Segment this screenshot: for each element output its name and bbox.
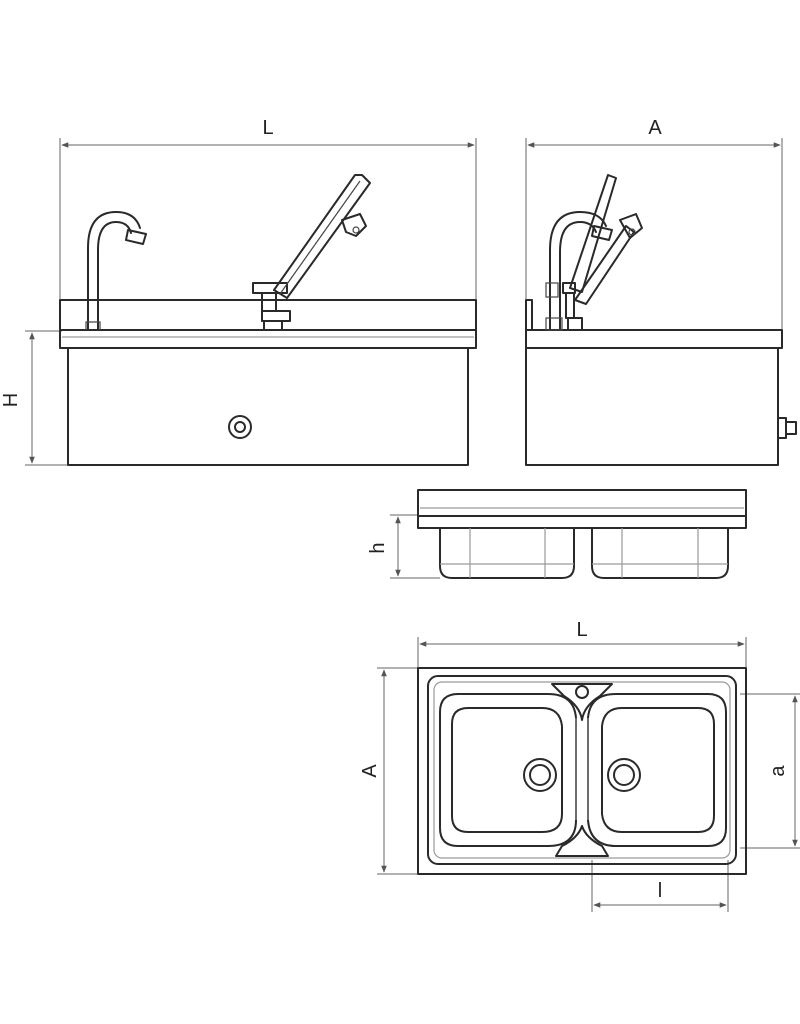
section-view: h [367,489,747,579]
bowl-depth-dimension: a [740,693,800,849]
bowl-length-dimension: l [591,860,729,912]
side-view: A [525,117,797,466]
side-lever-tap-icon [562,174,643,331]
section-worktop [417,489,747,517]
side-cabinet [525,347,779,466]
top-worktop-outline [417,667,747,875]
section-right-bowl [591,527,729,579]
front-height-dimension: H [0,330,68,466]
drain-knob-icon [228,415,252,439]
front-length-dimension: L [59,117,477,300]
top-depth-dimension: A [359,667,418,875]
top-depth-label: A [359,764,381,778]
side-worktop [525,329,783,349]
front-length-label: L [262,117,273,139]
gooseneck-tap-icon [85,211,147,331]
bowl-height-label: h [367,542,389,553]
overflow-channel [555,718,609,857]
right-drain-icon [607,758,641,792]
top-length-label: L [576,619,587,641]
top-view: L A a l [359,619,800,912]
front-view: L H [0,117,477,466]
top-left-bowl [439,693,577,847]
bowl-depth-label: a [767,765,789,777]
front-worktop [59,299,477,331]
front-cabinet [67,347,469,466]
bowl-length-label: l [658,880,662,902]
top-right-bowl [587,693,727,847]
side-gooseneck-tap-icon [545,211,613,331]
side-depth-label: A [648,117,662,139]
top-length-dimension: L [417,619,747,668]
bowl-height-dimension: h [367,514,440,579]
lever-tap-icon [252,174,371,331]
front-apron [59,329,477,349]
top-rim-outline [427,675,737,865]
side-upstand [525,299,533,331]
side-knob-icon [777,417,797,439]
section-rim [417,515,747,529]
section-left-bowl [439,527,575,579]
side-depth-dimension: A [525,117,783,330]
left-drain-icon [523,758,557,792]
front-height-label: H [0,393,22,407]
tap-hole-icon [551,683,613,721]
